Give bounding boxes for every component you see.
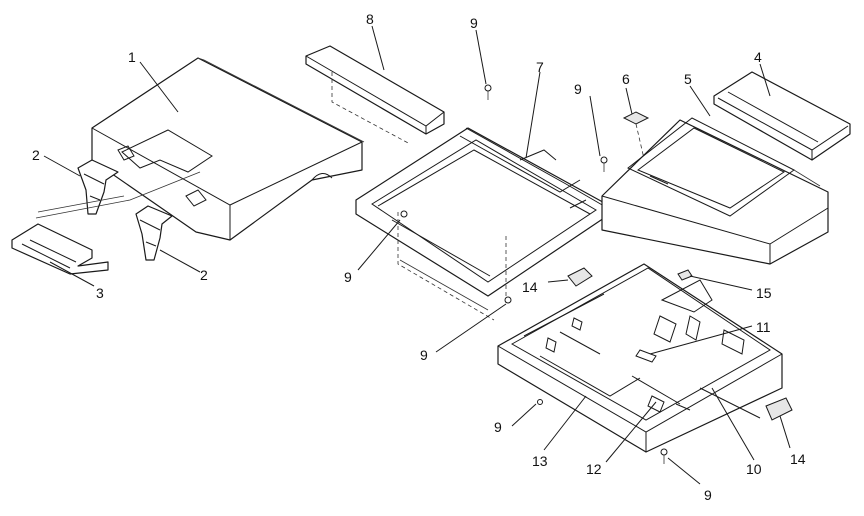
callout-12: 12 [586,461,602,477]
callout-9-low-left: 9 [494,419,502,435]
callout-labels: 1 2 2 3 4 5 6 7 8 9 9 9 9 9 9 10 11 12 1… [32,11,806,503]
screws-9 [400,84,668,464]
part-7-frame [355,127,611,321]
callout-9-bottom: 9 [704,487,712,503]
callout-4: 4 [754,49,762,65]
callout-9-mid: 9 [420,347,428,363]
callout-9-mid-left: 9 [344,269,352,285]
part-14-clip-upper [567,267,593,287]
callout-14-lower: 14 [790,451,806,467]
callout-15: 15 [756,285,772,301]
callout-9-top-left: 9 [470,15,478,31]
callout-2-right: 2 [200,267,208,283]
part-14-clip-lower [765,397,793,421]
part-4-panel-cover [713,71,851,161]
callout-11: 11 [756,319,771,335]
part-2-hinge-right [135,205,173,261]
callout-3: 3 [96,285,104,301]
part-1-top-cover [91,57,365,241]
callout-7: 7 [536,59,544,75]
callout-1: 1 [128,49,136,65]
callout-14-upper: 14 [522,279,538,295]
part-3-document-guide [11,171,201,275]
callout-5: 5 [684,71,692,87]
part-13-base [497,263,783,453]
callout-13: 13 [532,453,548,469]
callout-10: 10 [746,461,762,477]
part-5-panel-housing [601,117,829,265]
callout-2-left: 2 [32,147,40,163]
part-2-hinge-left [77,159,119,215]
callout-8: 8 [366,11,374,27]
part-8-bar [305,45,445,145]
part-15-clip [677,269,693,281]
callout-6: 6 [622,71,630,87]
leader-lines [43,25,791,485]
callout-9-top-right: 9 [574,81,582,97]
